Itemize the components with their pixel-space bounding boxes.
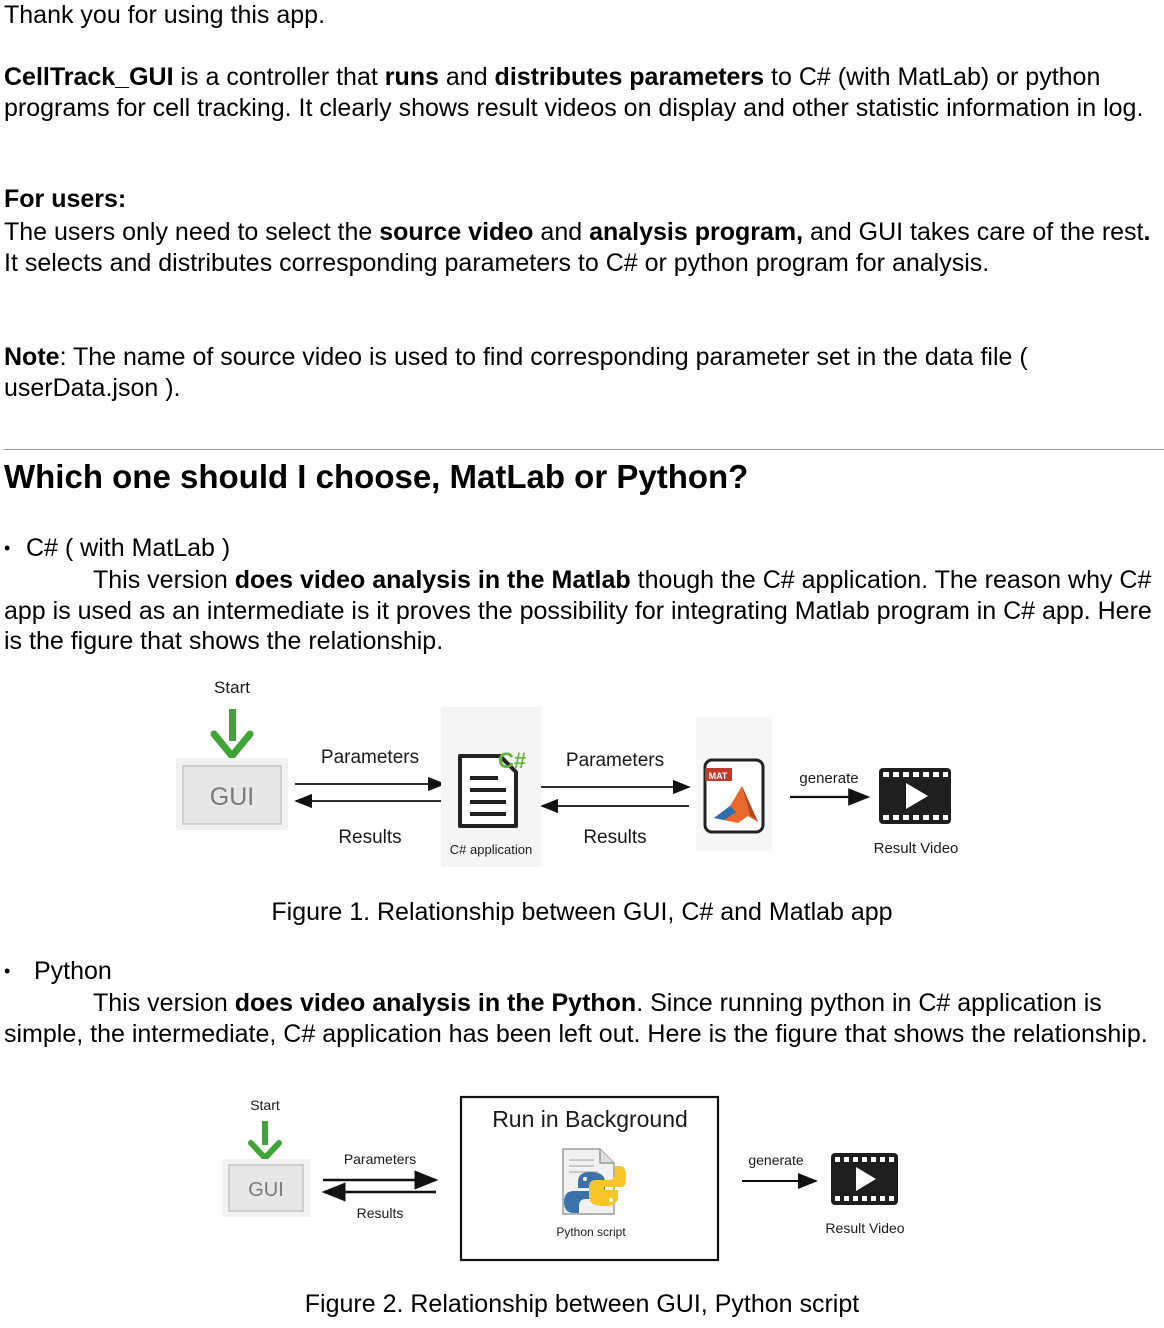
list-item-csharp: • C# ( with MatLab ) — [4, 533, 230, 564]
fig1-generate-label: generate — [799, 770, 858, 787]
python-paragraph: This version does video analysis in the … — [4, 988, 1162, 1049]
figure-2-diagram: Start GUI Parameters Results Run in Back… — [222, 1095, 905, 1262]
users-period: . — [1143, 218, 1151, 246]
intro-paragraph: CellTrack_GUI is a controller that runs … — [4, 62, 1162, 123]
users-heading: For users: — [4, 184, 1162, 215]
users-paragraph: The users only need to select the source… — [4, 217, 1162, 278]
csharp-app-icon: C# — [441, 707, 541, 867]
green-down-arrow-icon — [210, 709, 254, 760]
matlab-file-icon: MAT — [696, 717, 772, 851]
intro-text-2: to C# (with MatLab) or python programs f… — [4, 63, 1144, 122]
users-and: and — [533, 218, 590, 246]
video-icon — [831, 1153, 898, 1205]
mat-badge: MAT — [709, 771, 728, 781]
figure-1-diagram: Start GUI Parameters Results C# C# appli… — [176, 678, 959, 867]
fig1-gui-label: GUI — [210, 783, 254, 811]
fig1-gui-box: GUI — [176, 758, 288, 830]
bullet-icon: • — [4, 961, 11, 981]
fig1-csharp-app-label: C# application — [450, 842, 532, 857]
fig2-params-label: Parameters — [344, 1151, 416, 1167]
python-text-2: . Since running python in C# application… — [4, 989, 1148, 1048]
fig2-result-video-label: Result Video — [825, 1220, 904, 1236]
python-text-1: This version — [93, 989, 235, 1017]
fig2-start-label: Start — [250, 1097, 280, 1113]
analysis-program-emphasis: analysis program, — [589, 218, 804, 246]
thanks-line: Thank you for using this app. — [4, 0, 1162, 31]
intro-text-1: is a controller that — [173, 63, 385, 91]
csharp-emphasis: does video analysis in the Matlab — [234, 566, 631, 594]
python-title: Python — [34, 957, 112, 985]
csharp-badge: C# — [498, 748, 526, 773]
fig2-results-label: Results — [357, 1205, 404, 1221]
distributes-emphasis: distributes parameters — [494, 63, 765, 91]
fig1-results-label-2: Results — [583, 827, 646, 848]
intro-and: and — [438, 63, 495, 91]
note-paragraph: Note: The name of source video is used t… — [4, 342, 1162, 403]
fig1-results-label-1: Results — [338, 827, 401, 848]
video-icon — [879, 768, 951, 824]
list-item-python: • Python — [4, 956, 112, 987]
fig2-gui-label: GUI — [248, 1179, 284, 1201]
users-heading-text: For users: — [4, 185, 127, 213]
section-heading: Which one should I choose, MatLab or Pyt… — [4, 458, 749, 495]
thanks-text: Thank you for using this app. — [4, 1, 326, 29]
note-label: Note — [4, 343, 60, 371]
csharp-text-2: though the C# application. The reason wh… — [4, 566, 1152, 655]
run-in-background-label: Run in Background — [492, 1106, 688, 1132]
csharp-paragraph: This version does video analysis in the … — [4, 565, 1162, 657]
source-video-emphasis: source video — [379, 218, 534, 246]
fig1-result-video-label: Result Video — [874, 840, 959, 857]
users-text-1: The users only need to select the — [4, 218, 380, 246]
python-script-icon — [562, 1148, 626, 1215]
csharp-title: C# ( with MatLab ) — [26, 534, 231, 562]
python-emphasis: does video analysis in the Python — [234, 989, 637, 1017]
figure-2-caption: Figure 2. Relationship between GUI, Pyth… — [304, 1290, 860, 1318]
fig2-generate-label: generate — [748, 1152, 803, 1168]
horizontal-rule — [4, 449, 1164, 450]
green-down-arrow-icon — [248, 1121, 282, 1161]
users-text-2: and GUI takes care of the rest — [803, 218, 1144, 246]
python-script-label: Python script — [556, 1225, 626, 1239]
app-name: CellTrack_GUI — [4, 63, 174, 91]
fig1-params-label-1: Parameters — [321, 747, 419, 768]
runs-emphasis: runs — [384, 63, 439, 91]
csharp-text-1: This version — [93, 566, 235, 594]
users-text-3: It selects and distributes corresponding… — [4, 248, 990, 277]
figure-1-caption: Figure 1. Relationship between GUI, C# a… — [271, 898, 893, 926]
fig1-params-label-2: Parameters — [566, 750, 664, 771]
bullet-icon: • — [4, 538, 11, 558]
note-text: : The name of source video is used to fi… — [4, 343, 1028, 402]
fig1-start-label: Start — [214, 678, 250, 697]
fig2-gui-box: GUI — [222, 1159, 310, 1217]
